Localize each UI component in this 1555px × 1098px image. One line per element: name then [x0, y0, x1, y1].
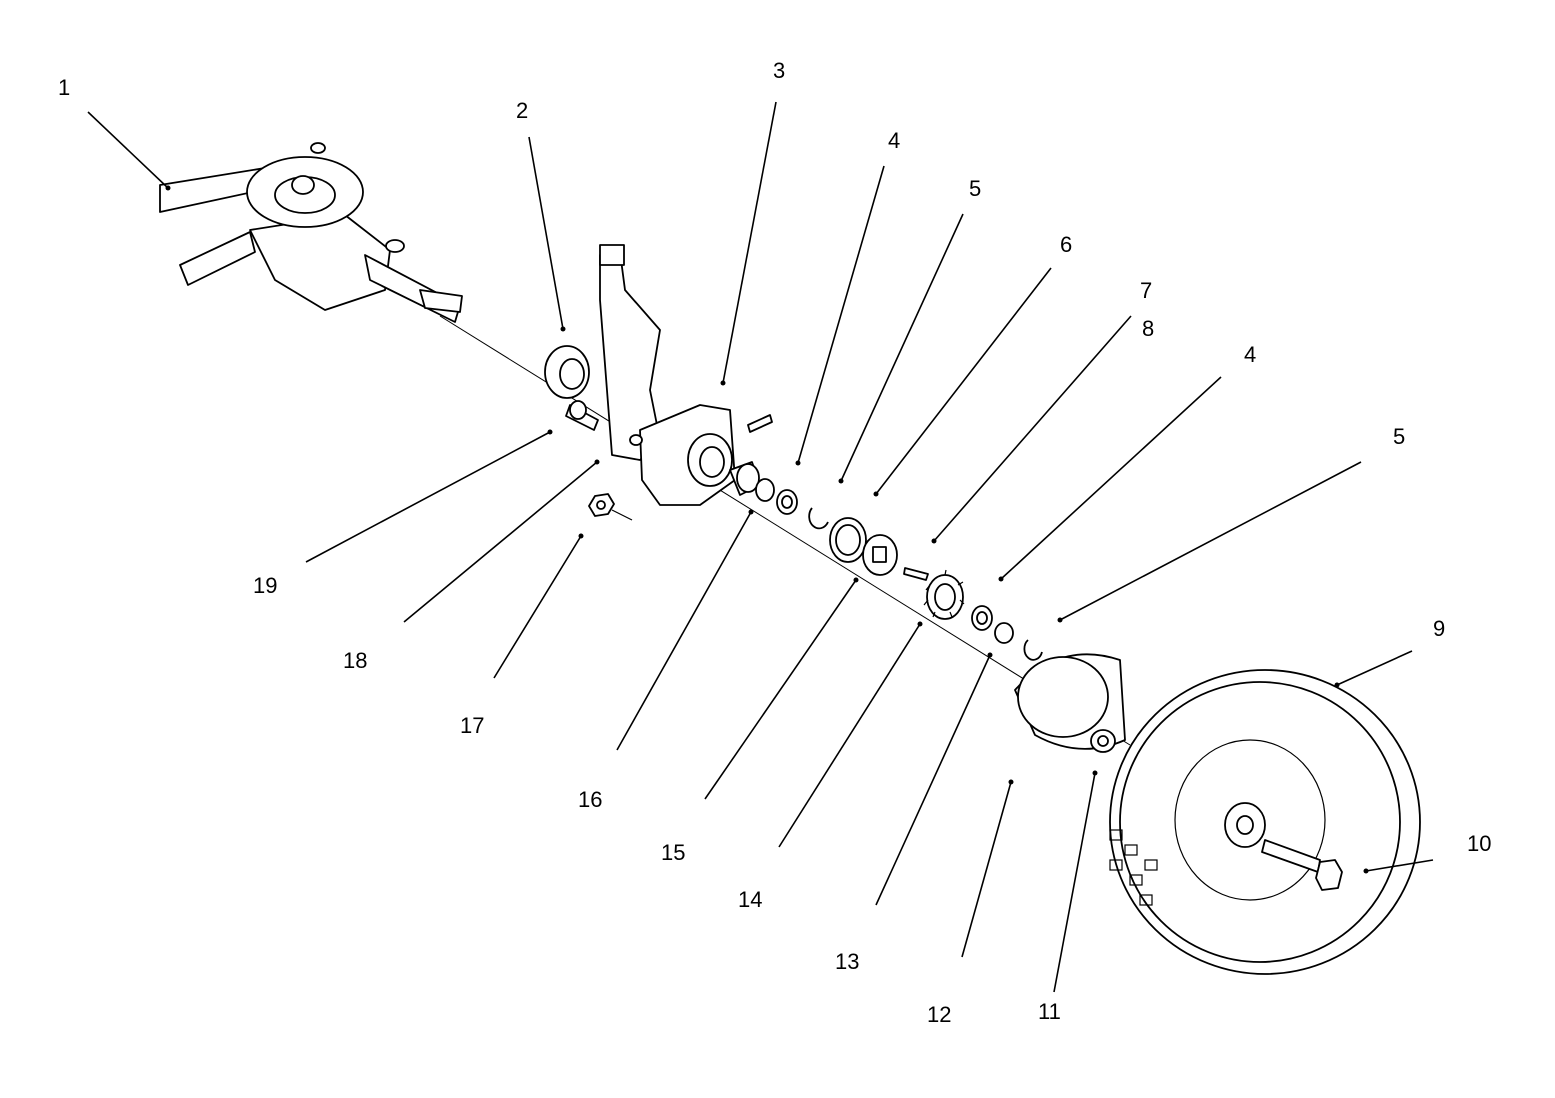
part-axle-bolt — [1261, 839, 1343, 891]
callout-6: 6 — [1060, 232, 1072, 257]
callout-13: 13 — [835, 949, 859, 974]
part-wheel-gear-cover — [1014, 653, 1126, 753]
callout-11: 11 — [1038, 999, 1061, 1024]
callout-1: 1 — [58, 75, 70, 100]
part-spacer-sleeve — [729, 461, 761, 496]
callout-10: 10 — [1467, 831, 1491, 856]
callout-labels: 1 2 3 4 5 6 7 8 4 5 9 10 11 12 13 14 15 … — [58, 58, 1491, 1027]
callout-7: 7 — [1140, 278, 1152, 303]
callout-9: 9 — [1433, 616, 1445, 641]
part-bushing — [544, 345, 590, 399]
callout-16: 16 — [578, 787, 602, 812]
part-outer-washers — [971, 605, 1043, 661]
callout-18: 18 — [343, 648, 367, 673]
callout-19: 19 — [253, 573, 277, 598]
callout-17: 17 — [460, 713, 484, 738]
leader-lines — [87, 101, 1434, 993]
callout-4-upper: 4 — [888, 128, 900, 153]
part-transmission-assembly — [159, 142, 463, 323]
callout-14: 14 — [738, 887, 762, 912]
callout-15: 15 — [661, 840, 685, 865]
callout-8: 8 — [1142, 316, 1154, 341]
callout-5-upper: 5 — [969, 176, 981, 201]
callout-5-lower: 5 — [1393, 424, 1405, 449]
callout-12: 12 — [927, 1002, 951, 1027]
callout-2: 2 — [516, 98, 528, 123]
callout-4-lower: 4 — [1244, 342, 1256, 367]
part-washers-and-clips — [755, 478, 929, 581]
part-hardware-bolts — [565, 400, 633, 521]
part-pinion-gear — [923, 569, 965, 620]
part-wheel — [1109, 669, 1421, 975]
part-height-adjuster-bracket — [599, 244, 773, 506]
callout-3: 3 — [773, 58, 785, 83]
